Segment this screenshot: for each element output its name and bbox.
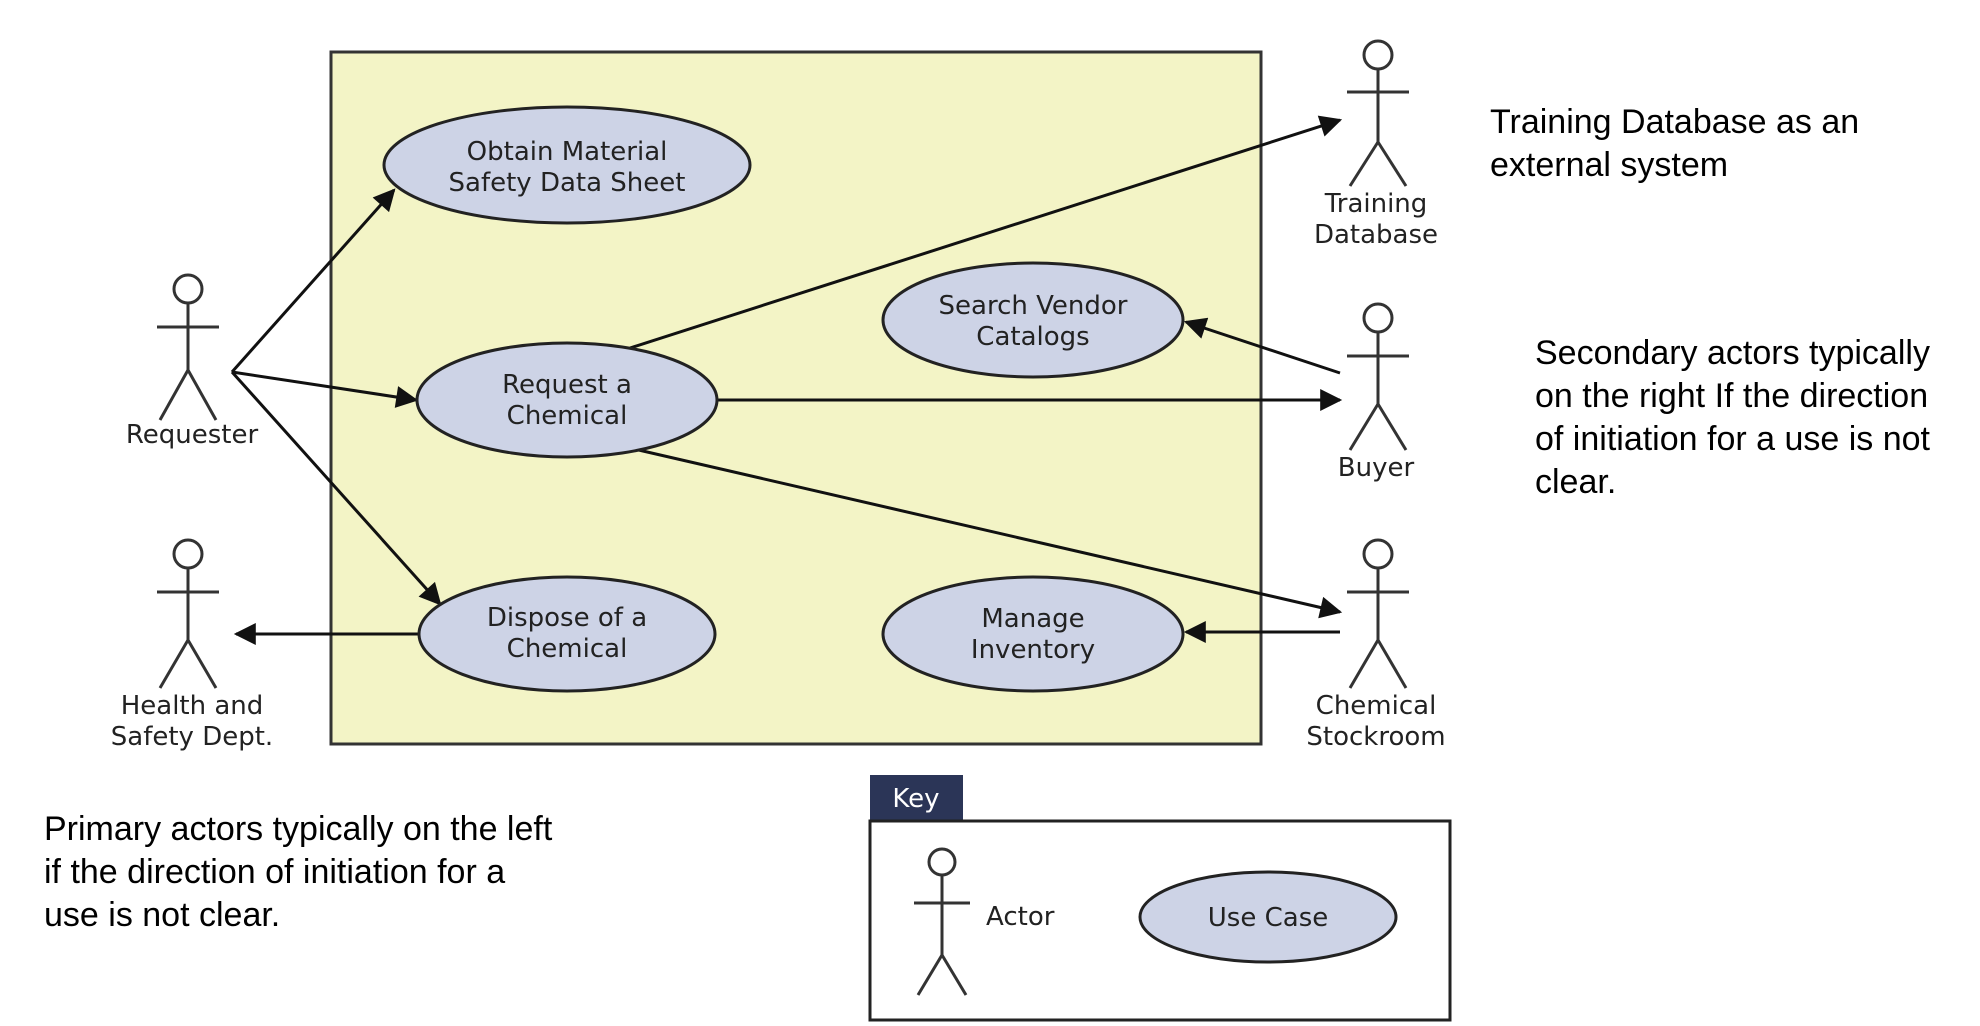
actor-left-leg	[1348, 639, 1380, 689]
use-case-obtain-msds: Obtain Material Safety Data Sheet	[382, 105, 752, 225]
use-case-label-line-1: Obtain Material	[467, 137, 668, 167]
use-case-label-line-2: Chemical	[507, 634, 628, 664]
key-tab	[870, 775, 963, 821]
use-case-label-line-2: Inventory	[971, 635, 1095, 665]
actor-label-health-safety-line-1: Health and	[121, 691, 264, 721]
key-use-case-ellipse	[1138, 870, 1398, 964]
use-case-label-line-2: Catalogs	[976, 322, 1089, 352]
use-case-ellipse	[417, 575, 717, 693]
key-actor-label: Actor	[986, 902, 1055, 932]
note-line: Secondary actors typically	[1535, 334, 1930, 372]
use-case-label-line-2: Chemical	[507, 401, 628, 431]
actor-right-leg	[940, 954, 968, 996]
actor-label-training-db-line-2: Database	[1314, 220, 1438, 250]
actor-left-leg	[1348, 141, 1380, 187]
use-case-label-line-1: Dispose of a	[487, 603, 647, 633]
actor-head	[1362, 39, 1394, 71]
actor-right-leg	[186, 639, 218, 689]
actor-head	[172, 538, 204, 570]
arrow-requester-to-obtain-msds	[230, 188, 396, 373]
actor-label-stockroom-line-1: Chemical	[1316, 691, 1437, 721]
actor-label-health-safety-line-2: Safety Dept.	[111, 722, 273, 752]
actor-head	[172, 273, 204, 305]
arrow-request-to-stockroom	[629, 446, 1343, 619]
note-line: on the right If the direction	[1535, 377, 1929, 415]
use-case-ellipse	[881, 261, 1185, 379]
actor-training-database	[1347, 39, 1409, 187]
actor-head	[1362, 538, 1394, 570]
actor-right-leg	[1376, 141, 1408, 187]
use-case-ellipse	[382, 105, 752, 225]
note-line: external system	[1490, 146, 1729, 184]
actor-left-leg	[1348, 403, 1380, 451]
arrow-buyer-to-search-vendor	[1183, 317, 1341, 375]
associations	[230, 115, 1343, 645]
training-database-note: Training Database as an external system	[1490, 101, 1859, 187]
actor-label-training-db-line-1: Training	[1324, 189, 1428, 219]
actor-buyer	[1347, 302, 1409, 451]
actor-left-leg	[158, 369, 190, 421]
primary-actors-note: Primary actors typically on the left if …	[44, 808, 552, 937]
actor-health-safety	[157, 538, 219, 689]
actor-right-leg	[186, 369, 218, 421]
note-line: clear.	[1535, 463, 1617, 501]
actor-head	[1362, 302, 1394, 334]
key-use-case-label: Use Case	[1208, 903, 1328, 933]
actor-left-leg	[158, 639, 190, 689]
actor-left-leg	[916, 954, 944, 996]
arrow-request-to-training-db	[629, 115, 1343, 350]
use-case-request-chemical: Request a Chemical	[415, 341, 719, 459]
key-title: Key	[892, 784, 939, 814]
actor-requester	[157, 273, 219, 421]
note-line: Primary actors typically on the left	[44, 810, 553, 848]
use-case-dispose-chemical: Dispose of a Chemical	[417, 575, 717, 693]
key-actor-icon	[914, 847, 970, 996]
use-case-search-vendor: Search Vendor Catalogs	[881, 261, 1185, 379]
use-case-ellipse	[415, 341, 719, 459]
note-line: of initiation for a use is not	[1535, 420, 1931, 458]
arrow-requester-to-dispose-chemical	[230, 370, 442, 606]
actor-chemical-stockroom	[1347, 538, 1409, 689]
key-legend: Key Actor Use Case	[868, 775, 1452, 1022]
secondary-actors-note: Secondary actors typically on the right …	[1535, 332, 1930, 504]
use-case-label-line-1: Manage	[981, 604, 1084, 634]
use-case-label-line-1: Search Vendor	[939, 291, 1128, 321]
use-case-label-line-1: Request a	[502, 370, 632, 400]
note-line: use is not clear.	[44, 896, 281, 934]
arrow-requester-to-request-chemical	[231, 370, 419, 408]
note-line: if the direction of initiation for a	[44, 853, 506, 891]
use-case-label-line-2: Safety Data Sheet	[449, 168, 686, 198]
actor-right-leg	[1376, 403, 1408, 451]
note-line: Training Database as an	[1490, 103, 1860, 141]
use-case-ellipse	[881, 575, 1185, 693]
use-case-manage-inventory: Manage Inventory	[881, 575, 1185, 693]
actor-right-leg	[1376, 639, 1408, 689]
actor-label-stockroom-line-2: Stockroom	[1306, 722, 1445, 752]
actor-label-buyer: Buyer	[1338, 453, 1415, 483]
actor-label-requester: Requester	[126, 420, 259, 450]
